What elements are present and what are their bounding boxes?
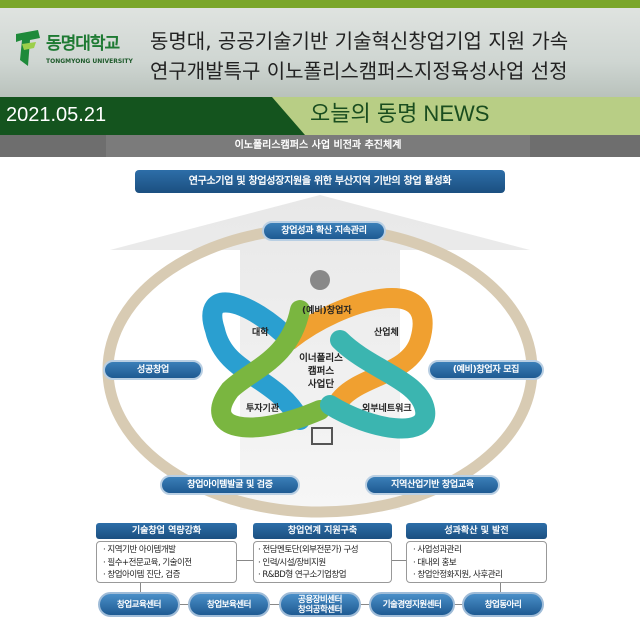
pill-performance-spread: 창업성과 확산 지속관리 bbox=[262, 221, 386, 241]
date-bar-dark bbox=[0, 97, 305, 135]
news-title: 오늘의 동명 NEWS bbox=[310, 101, 490, 126]
pill-regional-education: 지역산업기반 창업교육 bbox=[365, 475, 500, 495]
list-item: · 창업안정화지원, 사후관리 bbox=[413, 570, 503, 580]
center-startup-club: 창업동아리 bbox=[462, 592, 544, 617]
headline-line-2: 연구개발특구 이노폴리스캠퍼스지정육성사업 선정 bbox=[150, 59, 568, 83]
diagram-graphic bbox=[102, 195, 538, 518]
list-item: · 창업아이템 진단, 검증 bbox=[103, 570, 180, 580]
pill-successful-startup: 성공창업 bbox=[103, 360, 203, 380]
pill-item-discovery: 창업아이템발굴 및 검증 bbox=[160, 475, 300, 495]
connector bbox=[392, 560, 406, 561]
center-line-1: 이너폴리스 bbox=[299, 353, 343, 364]
center-equipment-creative: 공용장비센터 창의공학센터 bbox=[279, 592, 361, 617]
people-icon bbox=[310, 270, 330, 290]
logo-korean: 동명대학교 bbox=[46, 34, 120, 54]
ribbon-green bbox=[211, 300, 330, 438]
ribbon-orange bbox=[280, 288, 433, 410]
box-body-results: · 사업성과관리 · 대내외 홍보 · 창업안정화지원, 사후관리 bbox=[406, 541, 547, 583]
box-body-capacity: · 지역기반 아이템개발 · 필수+전문교육, 기술이전 · 창업아이템 진단,… bbox=[96, 541, 237, 583]
logo-english: TONGMYONG UNIVERSITY bbox=[46, 58, 133, 65]
node-industry: 산업체 bbox=[374, 328, 399, 338]
list-item: · 전담멘토단(외부전문가) 구성 bbox=[258, 545, 359, 555]
vision-banner: 연구소기업 및 창업성장지원을 위한 부산지역 기반의 창업 활성화 bbox=[135, 170, 505, 193]
top-accent-bar bbox=[0, 0, 640, 8]
connector bbox=[500, 583, 501, 593]
box-header-capacity: 기술창업 역량강화 bbox=[96, 523, 237, 539]
node-university: 대학 bbox=[252, 328, 269, 338]
center-line-3: 사업단 bbox=[307, 379, 335, 390]
center-incubation: 창업보육센터 bbox=[188, 592, 270, 617]
node-external-network: 외부네트워크 bbox=[362, 404, 412, 414]
list-item: · 대내외 홍보 bbox=[413, 557, 457, 568]
node-investors: 투자기관 bbox=[246, 404, 280, 414]
list-item: · 인력/시설/장비지원 bbox=[258, 557, 326, 568]
node-pre-founder: (예비)창업자 bbox=[302, 306, 352, 316]
date: 2021.05.21 bbox=[6, 104, 107, 126]
center-label: 이너폴리스 캠퍼스 사업단 bbox=[294, 352, 348, 391]
connector bbox=[140, 583, 141, 593]
center-tech-management: 기술경영지원센터 bbox=[369, 592, 455, 617]
list-item: · 지역기반 아이템개발 bbox=[103, 545, 176, 555]
center-equipment: 공용장비센터 bbox=[298, 594, 342, 605]
ribbon-teal bbox=[320, 330, 436, 439]
box-header-network: 창업연계 지원구축 bbox=[253, 523, 392, 539]
pill-recruit-founders: (예비)창업자 모집 bbox=[428, 360, 544, 380]
header-banner bbox=[0, 8, 640, 97]
list-item: · 사업성과관리 bbox=[413, 545, 462, 555]
center-line-2: 캠퍼스 bbox=[307, 366, 335, 377]
list-item: · 필수+전문교육, 기술이전 bbox=[103, 557, 192, 568]
connector bbox=[237, 560, 253, 561]
gear-tools-icon bbox=[311, 427, 333, 445]
subtitle: 이노폴리스캠퍼스 사업 비전과 추진체계 bbox=[106, 135, 530, 157]
box-header-results: 성과확산 및 발전 bbox=[406, 523, 547, 539]
university-logo-icon bbox=[16, 30, 40, 66]
center-creative-engineering: 창의공학센터 bbox=[298, 604, 342, 615]
headline-line-1: 동명대, 공공기술기반 기술혁신창업기업 지원 가속 bbox=[150, 29, 569, 53]
center-education: 창업교육센터 bbox=[98, 592, 180, 617]
list-item: · R&BD형 연구소기업창업 bbox=[258, 570, 347, 580]
upward-arrow bbox=[110, 195, 530, 510]
box-body-network: · 전담멘토단(외부전문가) 구성 · 인력/시설/장비지원 · R&BD형 연… bbox=[253, 541, 392, 583]
ribbon-blue bbox=[202, 292, 310, 430]
